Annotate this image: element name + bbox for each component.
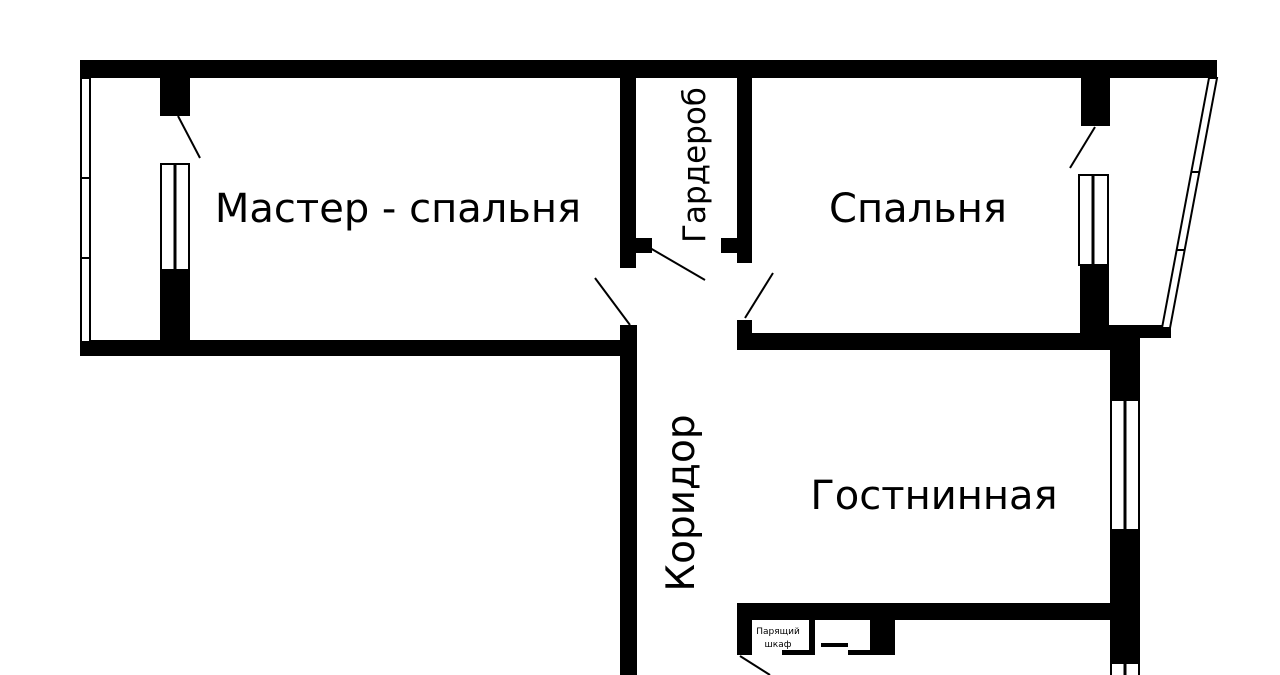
closet-base-2	[848, 650, 873, 655]
closet-door-icon	[739, 655, 771, 675]
wardrobe-right-wall	[737, 78, 752, 263]
closet-base-1	[782, 650, 815, 655]
bedroom-inner-wall	[1080, 265, 1109, 335]
master-pillar	[160, 78, 190, 116]
closet-right-wall	[870, 620, 895, 655]
master-bedroom-label: Мастер - спальня	[215, 186, 581, 232]
wardrobe-door-icon	[649, 247, 706, 281]
master-balcony-door-icon	[177, 115, 201, 159]
top-wall	[80, 60, 1217, 78]
bedroom-bottom-wall	[737, 333, 1110, 350]
master-door-icon	[594, 277, 631, 326]
walls	[80, 60, 1217, 675]
bedroom-balcony-door-icon	[1069, 126, 1096, 169]
closet-left-wall	[737, 620, 752, 655]
corridor-left-wall	[620, 325, 637, 675]
wardrobe-right-stub	[721, 238, 737, 253]
living-bottom-wall	[737, 603, 1110, 620]
bedroom-label: Спальня	[829, 186, 1007, 232]
master-inner-wall	[160, 270, 190, 345]
wardrobe-left-wall	[620, 78, 636, 268]
master-bottom-wall	[80, 340, 637, 356]
bedroom-balcony-window	[1160, 77, 1219, 329]
living-right-wall-top	[1110, 335, 1140, 400]
living-room-label: Гостнинная	[810, 473, 1057, 519]
bedroom-pillar	[1081, 78, 1110, 126]
wardrobe-left-stub	[636, 238, 652, 253]
closet-label-line2: шкаф	[765, 640, 792, 650]
windows	[80, 77, 1219, 675]
corridor-label: Коридор	[659, 414, 704, 591]
closet-label-line1: Парящий	[756, 627, 800, 637]
labels: Мастер - спальня Спальня Гардероб Коридо…	[215, 87, 1058, 650]
balcony-bottom	[1108, 325, 1171, 338]
living-right-wall-mid	[1110, 530, 1140, 663]
door-swings	[177, 115, 1096, 675]
closet-shelf	[821, 643, 848, 647]
master-balcony-window	[80, 77, 91, 343]
wardrobe-label: Гардероб	[677, 87, 713, 243]
closet-divider	[809, 620, 815, 655]
bedroom-door-icon	[744, 272, 774, 319]
